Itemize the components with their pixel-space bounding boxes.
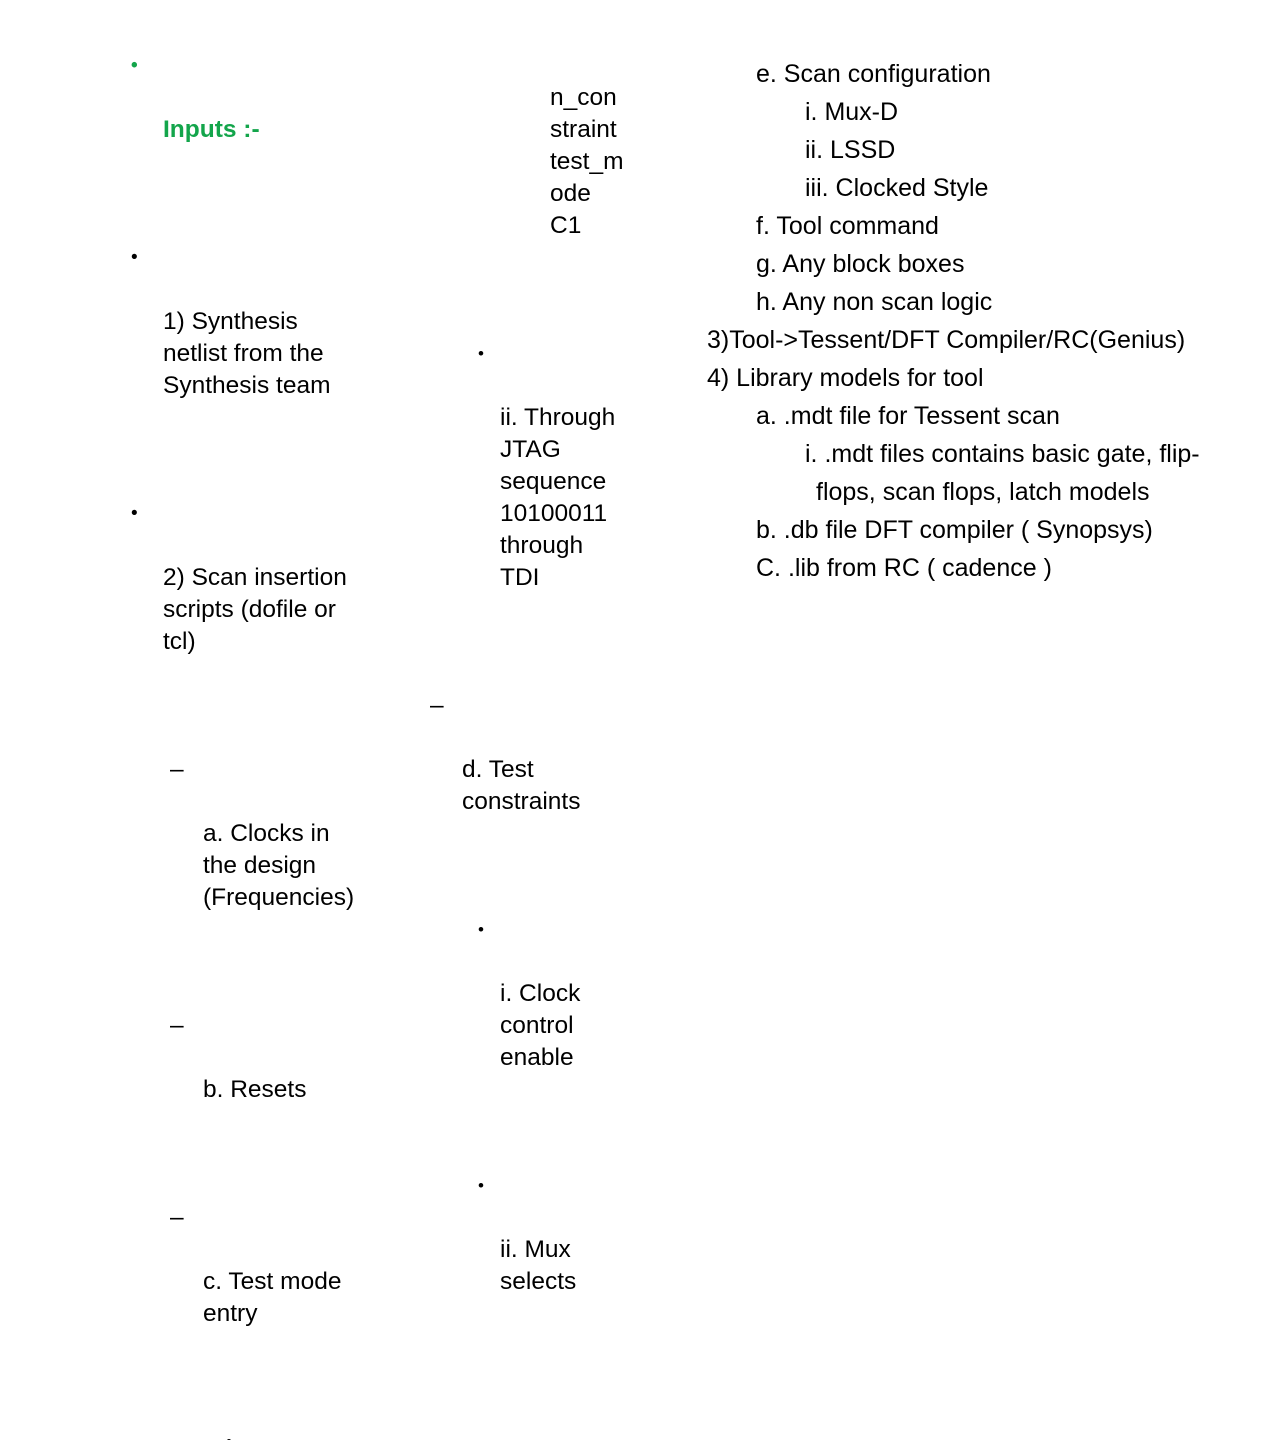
list-item-any-non-scan-logic: h. Any non scan logic: [756, 288, 993, 316]
list-item-through-test-mode-pad: • i. Through test mode pad: [0, 1394, 420, 1440]
list-item-scan-configuration: e. Scan configuration: [756, 60, 991, 88]
content-column-1: • Inputs :- • 1) Synthesis netlist from …: [0, 18, 420, 1440]
list-item-test-constraints: – d. Test constraints: [420, 658, 680, 882]
bullet-icon: •: [478, 920, 484, 939]
bullet-icon: •: [131, 55, 138, 76]
list-item-library-models: 4) Library models for tool: [707, 364, 984, 392]
list-item-mdt-contents: i. .mdt files contains basic gate, flip-: [805, 440, 1200, 468]
list-item-tool-command: f. Tool command: [756, 212, 939, 240]
content-column-3: e. Scan configuration i. Mux-D ii. LSSD …: [690, 55, 1250, 587]
list-item-lib-from-rc: C. .lib from RC ( cadence ): [756, 554, 1052, 582]
list-item-resets: – b. Resets: [0, 978, 420, 1170]
list-item-test-mode-entry: – c. Test mode entry: [0, 1170, 420, 1394]
list-item-clocked-style: iii. Clocked Style: [805, 174, 989, 202]
list-item-text: 1) Synthesis netlist from the Synthesis …: [163, 308, 331, 399]
list-item-tool-chain: 3)Tool->Tessent/DFT Compiler/RC(Genius): [707, 326, 1186, 354]
dash-bullet-icon: –: [170, 1204, 184, 1231]
list-item-inputs-heading: • Inputs :-: [0, 18, 420, 210]
list-item-text: n_con straint test_m ode C1: [550, 84, 624, 239]
dash-bullet-icon: –: [170, 756, 184, 783]
list-item-text: i. Clock control enable: [500, 980, 581, 1071]
bullet-icon: •: [478, 344, 484, 363]
bullet-icon: •: [478, 1176, 484, 1195]
list-item-text: d. Test constraints: [462, 756, 581, 815]
content-column-2: n_con straint test_m ode C1 • ii. Throug…: [420, 18, 680, 1362]
list-item-text: a. Clocks in the design (Frequencies): [203, 820, 355, 911]
list-item-clock-control-enable: • i. Clock control enable: [420, 882, 680, 1138]
list-item-scan-insertion-scripts: • 2) Scan insertion scripts (dofile or t…: [0, 466, 420, 722]
list-item-text: c. Test mode entry: [203, 1268, 342, 1327]
bullet-icon: •: [226, 1426, 232, 1440]
list-item-mdt-file-tessent: a. .mdt file for Tessent scan: [756, 402, 1060, 430]
slide-canvas: • Inputs :- • 1) Synthesis netlist from …: [131, 55, 1250, 1440]
list-item-mux-d: i. Mux-D: [805, 98, 899, 126]
bullet-icon: •: [131, 503, 138, 524]
list-item-through-jtag-sequence: • ii. Through JTAG sequence 10100011 thr…: [420, 306, 680, 658]
list-item-text: ii. Through JTAG sequence 10100011 throu…: [500, 404, 616, 591]
list-item-db-file-dft-compiler: b. .db file DFT compiler ( Synopsys): [756, 516, 1153, 544]
list-item-text: 2) Scan insertion scripts (dofile or tcl…: [163, 564, 347, 655]
list-item-example-continuation: n_con straint test_m ode C1: [420, 18, 680, 306]
list-item-lssd: ii. LSSD: [805, 136, 896, 164]
dash-bullet-icon: –: [430, 692, 444, 719]
list-item-text: Inputs :-: [163, 116, 260, 143]
list-item-text: ii. Mux selects: [500, 1236, 577, 1295]
list-item-mdt-contents-continuation: flops, scan flops, latch models: [816, 478, 1150, 506]
bullet-icon: •: [131, 247, 138, 268]
list-item-synthesis-netlist: • 1) Synthesis netlist from the Synthesi…: [0, 210, 420, 466]
list-item-text: b. Resets: [203, 1076, 307, 1103]
list-item-any-block-boxes: g. Any block boxes: [756, 250, 965, 278]
list-item-mux-selects: • ii. Mux selects: [420, 1138, 680, 1362]
list-item-clocks-in-design: – a. Clocks in the design (Frequencies): [0, 722, 420, 978]
dash-bullet-icon: –: [170, 1012, 184, 1039]
